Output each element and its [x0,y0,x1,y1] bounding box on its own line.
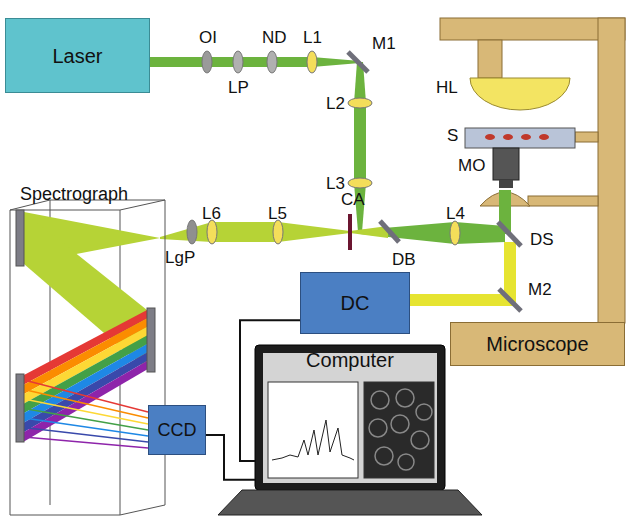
component-label: L5 [268,204,287,224]
component-label: M2 [528,280,552,300]
microscope-frame [440,18,625,323]
component-label: M1 [372,34,396,54]
laptop [218,345,482,515]
spectrograph-light [24,212,160,448]
microscope-base: Microscope [450,322,625,366]
optical-elements [187,51,460,245]
component-label: L4 [446,204,465,224]
node-label: Spectrograph [20,183,128,205]
spectrograph-mirrors [16,210,155,442]
laser-beam [150,57,511,244]
microscope-objective [493,148,519,188]
laser-box: Laser [5,18,150,93]
node-label: CCD [158,419,197,441]
component-label: LP [228,78,249,98]
halogen-lamp [470,78,570,110]
component-label: DS [530,230,554,250]
component-label: S [447,126,458,146]
component-label: L1 [303,28,322,48]
computer-screen: Computer [255,345,445,490]
spectrograph-box: Spectrograph [10,180,165,515]
component-label: L6 [202,204,221,224]
node-label: DC [341,291,370,315]
cable [240,320,300,461]
ccd-box: CCD [148,405,206,455]
signal-beam [410,242,516,306]
component-label: CA [341,190,365,210]
sample-stage [465,128,575,148]
node-label: Computer [306,348,394,372]
node-label: Microscope [486,332,588,356]
component-label: L2 [326,94,345,114]
component-label: LgP [165,248,195,268]
spectrograph-housing [10,200,165,515]
node-label: Laser [52,44,102,68]
component-label: OI [199,28,217,48]
component-label: HL [436,78,458,98]
cable [206,435,255,480]
component-label: DB [392,250,416,270]
component-label: ND [262,28,287,48]
confocal-aperture [348,214,352,250]
component-label: MO [458,156,485,176]
detector-camera-box: DC [300,272,410,334]
